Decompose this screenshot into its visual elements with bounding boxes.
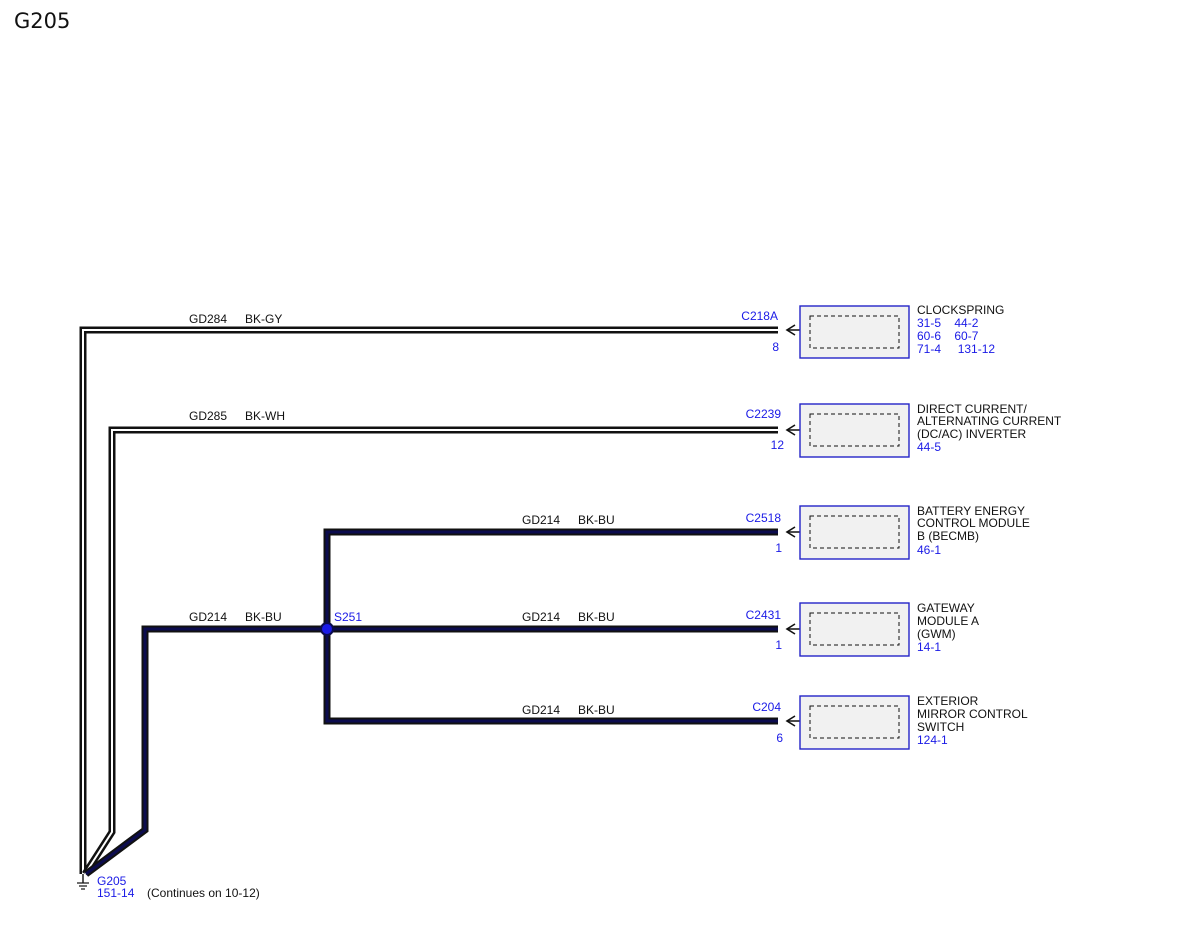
connector-id[interactable]: C204 xyxy=(752,700,781,714)
splice-point[interactable] xyxy=(320,622,334,636)
component-ref[interactable]: 124-1 xyxy=(917,733,948,747)
wire-circuit-label: GD214 xyxy=(189,610,227,624)
connector-id[interactable]: C218A xyxy=(741,309,778,323)
wire-color-label: BK-BU xyxy=(245,610,282,624)
wire-circuit-label: GD214 xyxy=(522,610,560,624)
wire-gd214-mirror[interactable] xyxy=(323,629,778,725)
wire-color-label: BK-GY xyxy=(245,312,282,326)
component-name: SWITCH xyxy=(917,720,964,734)
wire-color-label: BK-BU xyxy=(578,610,615,624)
connector-c2239[interactable]: C2239 12 DIRECT CURRENT/ ALTERNATING CUR… xyxy=(746,402,1062,458)
component-box[interactable] xyxy=(799,505,910,560)
component-ref[interactable]: 60-6 60-7 xyxy=(917,329,979,343)
component-name: (GWM) xyxy=(917,627,956,641)
component-inner-dashed xyxy=(809,612,900,646)
connector-c2431[interactable]: C2431 1 GATEWAY MODULE A (GWM) 14-1 xyxy=(746,601,979,657)
ground-ref[interactable]: 151-14 xyxy=(97,886,135,900)
connector-pin: 1 xyxy=(775,541,782,555)
component-name: CLOCKSPRING xyxy=(917,303,1004,317)
component-name: ALTERNATING CURRENT xyxy=(917,414,1062,428)
wire-color-label: BK-WH xyxy=(245,409,285,423)
wire-gd214-becmb[interactable] xyxy=(323,528,778,629)
splice-label[interactable]: S251 xyxy=(334,610,362,624)
component-box[interactable] xyxy=(799,602,910,657)
component-name: EXTERIOR xyxy=(917,694,979,708)
component-name: BATTERY ENERGY xyxy=(917,504,1025,518)
wire-circuit-label: GD285 xyxy=(189,409,227,423)
wire-circuit-label: GD214 xyxy=(522,703,560,717)
component-box[interactable] xyxy=(799,695,910,750)
component-inner-dashed xyxy=(809,515,900,549)
connector-c218a[interactable]: C218A 8 CLOCKSPRING 31-5 44-2 60-6 60-7 … xyxy=(741,303,1004,359)
component-ref[interactable]: 14-1 xyxy=(917,640,941,654)
component-ref[interactable]: 71-4 131-12 xyxy=(917,342,995,356)
wire-gd285[interactable] xyxy=(82,426,778,876)
wire-color-label: BK-BU xyxy=(578,513,615,527)
component-name: MIRROR CONTROL xyxy=(917,707,1028,721)
ground-id[interactable]: G205 xyxy=(97,874,127,888)
connector-id[interactable]: C2239 xyxy=(746,407,782,421)
wire-circuit-label: GD284 xyxy=(189,312,227,326)
component-ref[interactable]: 46-1 xyxy=(917,543,941,557)
component-ref[interactable]: 31-5 44-2 xyxy=(917,316,979,330)
wire-circuit-label: GD214 xyxy=(522,513,560,527)
wire-gd214-ground[interactable] xyxy=(83,625,327,877)
component-inner-dashed xyxy=(809,413,900,447)
page-title: G205 xyxy=(14,9,71,33)
component-name: GATEWAY xyxy=(917,601,975,615)
ground-g205[interactable]: G205 151-14 (Continues on 10-12) xyxy=(77,874,260,900)
ground-symbol-icon xyxy=(77,882,89,890)
component-ref[interactable]: 44-5 xyxy=(917,440,941,454)
connector-id[interactable]: C2431 xyxy=(746,608,782,622)
component-inner-dashed xyxy=(809,315,900,349)
component-name: (DC/AC) INVERTER xyxy=(917,427,1026,441)
component-box[interactable] xyxy=(799,403,910,458)
component-name: B (BECMB) xyxy=(917,529,979,543)
component-box[interactable] xyxy=(799,305,910,359)
wire-color-label: BK-BU xyxy=(578,703,615,717)
connector-pin: 6 xyxy=(776,731,783,745)
component-name: MODULE A xyxy=(917,614,979,628)
connector-pin: 1 xyxy=(775,638,782,652)
ground-continuation-note: (Continues on 10-12) xyxy=(147,886,260,900)
connector-id[interactable]: C2518 xyxy=(746,511,782,525)
wire-gd284[interactable] xyxy=(79,326,778,874)
connector-c204[interactable]: C204 6 EXTERIOR MIRROR CONTROL SWITCH 12… xyxy=(752,694,1028,750)
connector-c2518[interactable]: C2518 1 BATTERY ENERGY CONTROL MODULE B … xyxy=(746,504,1030,560)
component-name: CONTROL MODULE xyxy=(917,516,1030,530)
connector-pin: 12 xyxy=(771,438,785,452)
component-inner-dashed xyxy=(809,705,900,739)
connector-pin: 8 xyxy=(772,340,779,354)
component-name: DIRECT CURRENT/ xyxy=(917,402,1027,416)
